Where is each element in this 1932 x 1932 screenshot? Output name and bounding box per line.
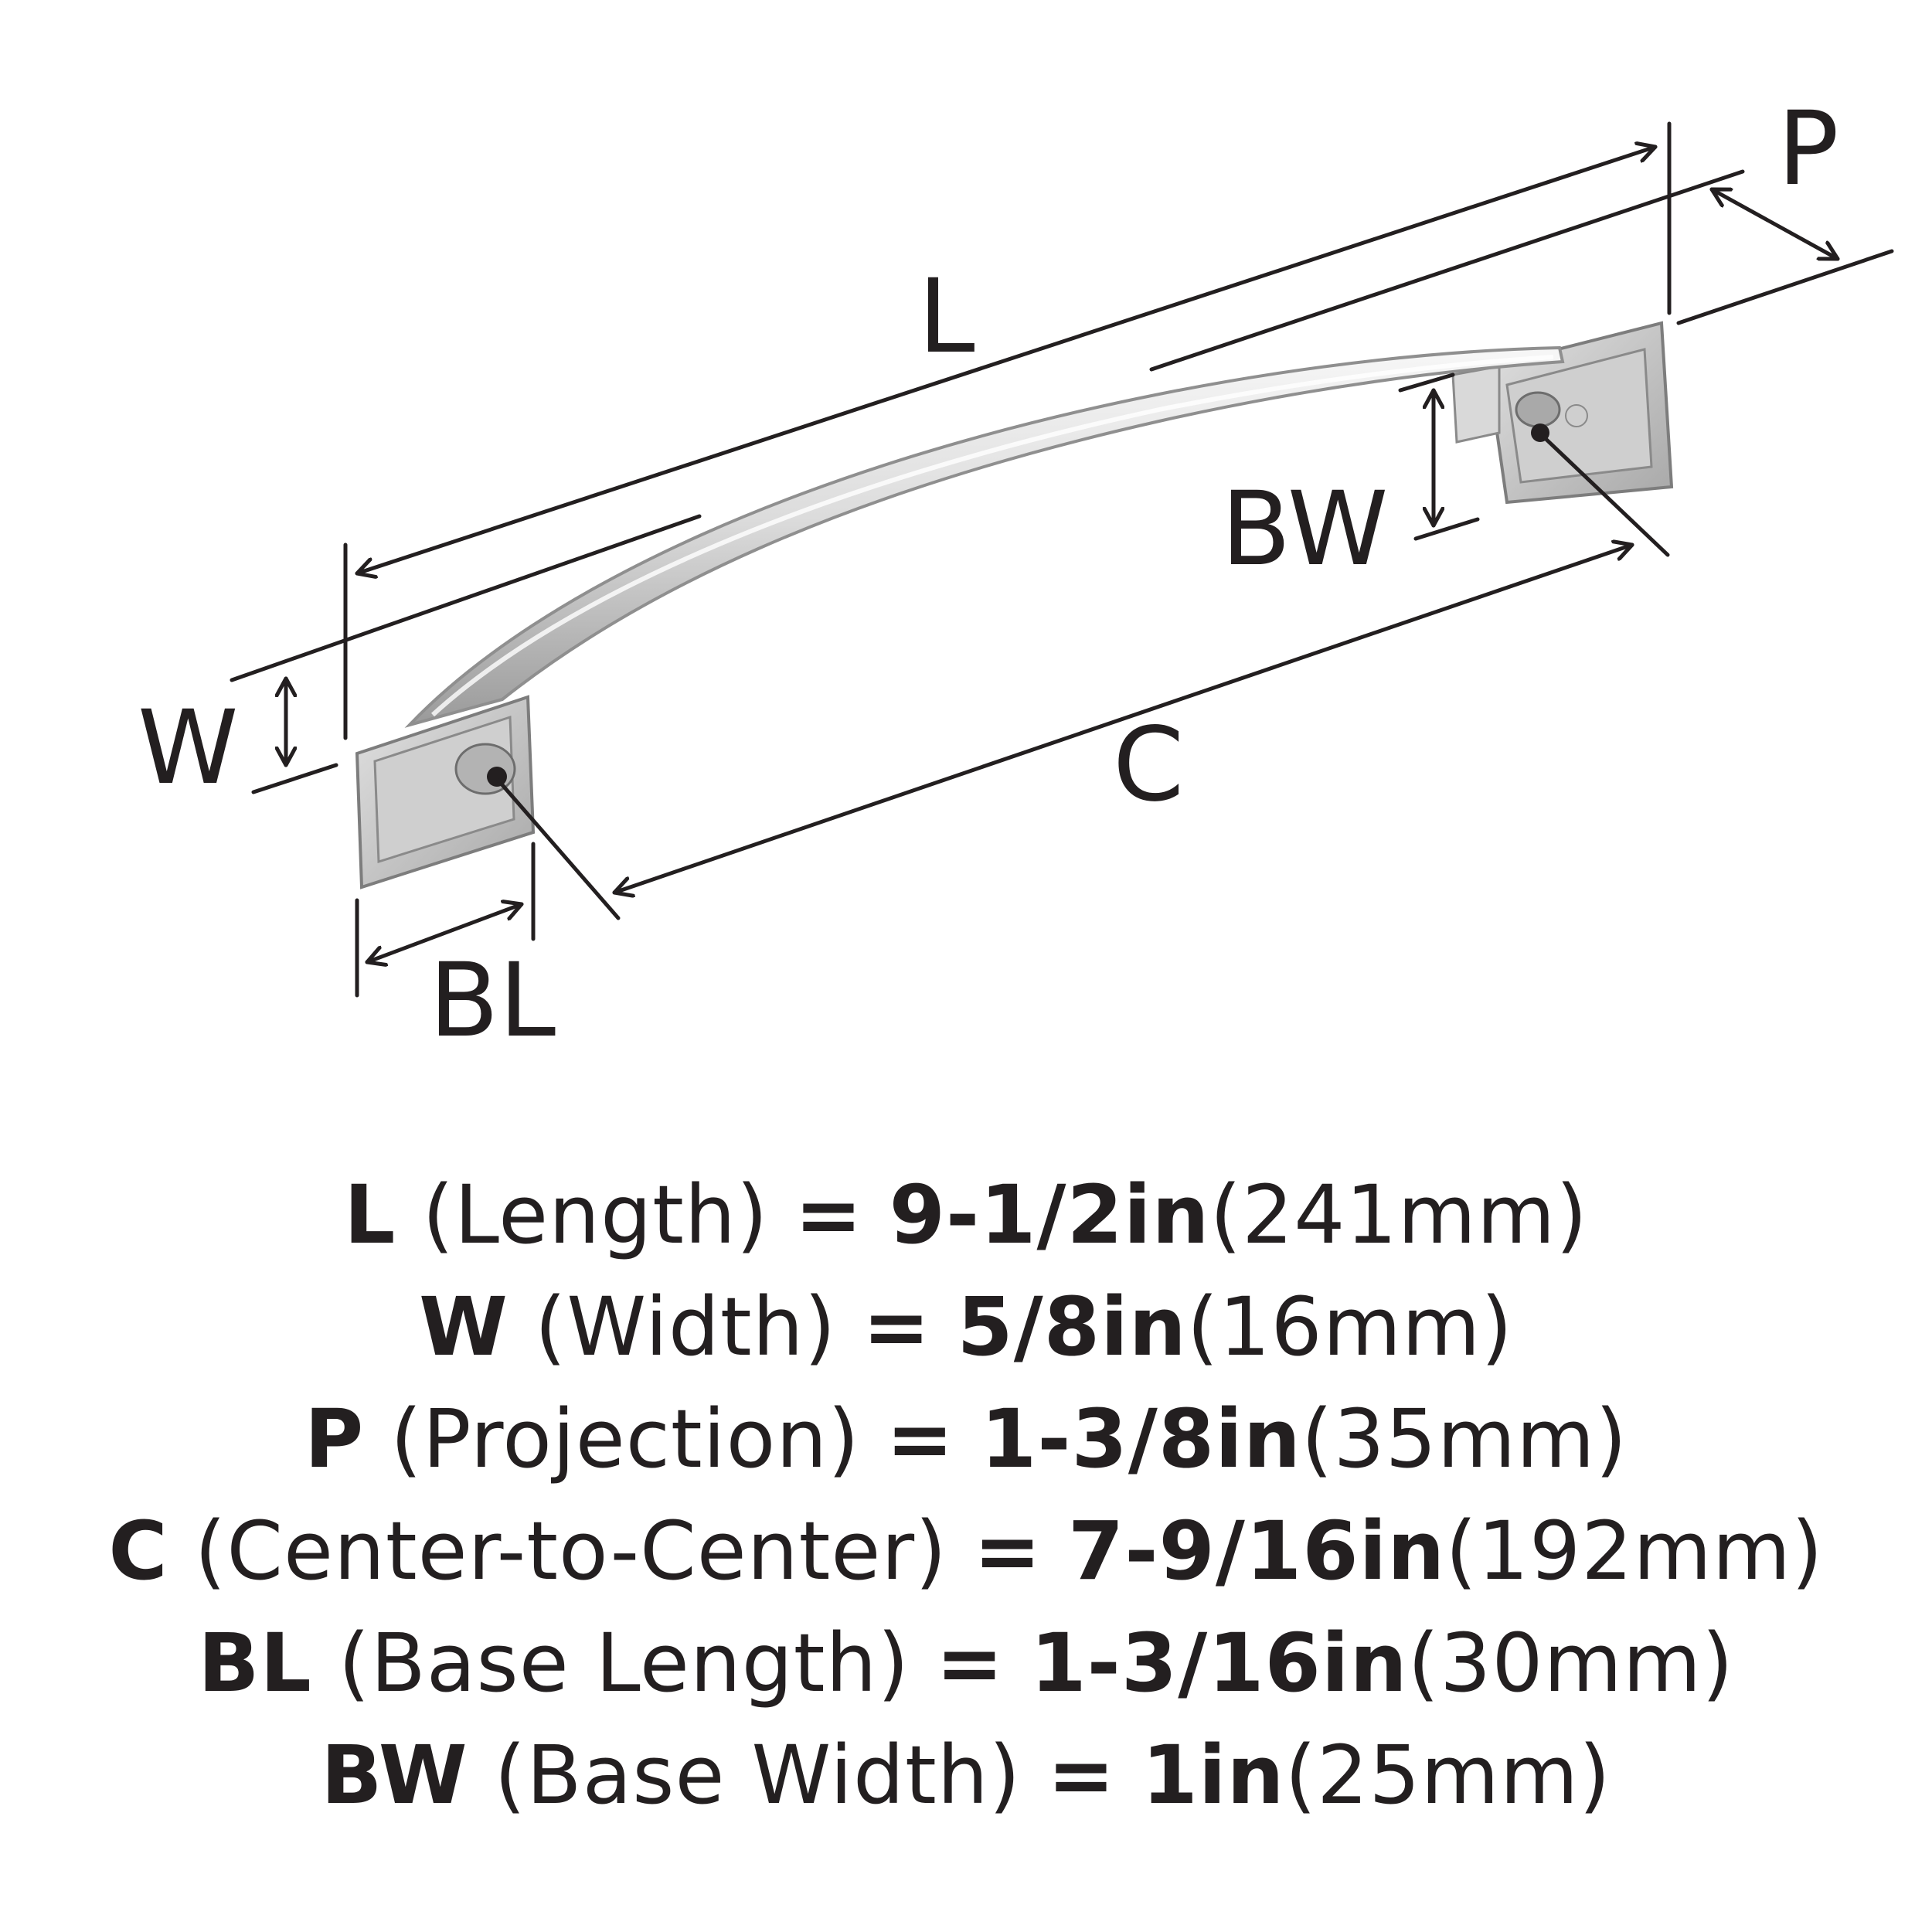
label-w: W [138, 689, 239, 808]
spec-code: L [344, 1168, 396, 1262]
spec-imperial: 1in [1141, 1728, 1285, 1822]
dimension-specs-list: L (Length) = 9-1/2in(241mm) W (Width) = … [0, 1159, 1932, 1839]
spec-metric: (241mm) [1209, 1168, 1588, 1262]
spec-line-width: W (Width) = 5/8in(16mm) [419, 1271, 1513, 1383]
spec-code: BL [198, 1616, 312, 1710]
spec-name: (Width) [534, 1280, 837, 1374]
spec-name: (Base Length) [338, 1616, 910, 1710]
label-p: P [1777, 90, 1839, 209]
label-bl: BL [429, 941, 556, 1060]
spec-line-center-to-center: C (Center-to-Center) = 7-9/16in(192mm) [108, 1495, 1823, 1607]
left-base-plate [355, 695, 536, 889]
spec-name: (Center-to-Center) [194, 1504, 947, 1598]
label-c: C [1113, 706, 1184, 825]
spec-metric: (192mm) [1445, 1504, 1824, 1598]
spec-equals: = [886, 1392, 954, 1486]
dimension-bl: BL [355, 842, 556, 1060]
dimension-c: C [496, 433, 1670, 920]
spec-metric: (16mm) [1186, 1280, 1513, 1374]
spec-imperial: 7-9/16in [1068, 1504, 1446, 1598]
spec-metric: (35mm) [1301, 1392, 1628, 1486]
spec-code: W [419, 1280, 509, 1374]
spec-code: BW [321, 1728, 468, 1822]
spec-name: (Base Width) [494, 1728, 1022, 1822]
spec-imperial: 1-3/8in [980, 1392, 1301, 1486]
spec-equals: = [794, 1168, 863, 1262]
spec-name: (Length) [422, 1168, 769, 1262]
dimension-p: P [1149, 90, 1894, 372]
spec-equals: = [936, 1616, 1005, 1710]
spec-equals: = [1047, 1728, 1116, 1822]
label-l: L [918, 257, 975, 376]
spec-line-projection: P (Projection) = 1-3/8in(35mm) [304, 1383, 1628, 1495]
dimension-diagram: L W P BW C BL [138, 90, 1894, 1060]
spec-imperial: 9-1/2in [889, 1168, 1210, 1262]
spec-code: C [108, 1504, 168, 1598]
label-bw: BW [1221, 470, 1388, 589]
spec-imperial: 5/8in [957, 1280, 1187, 1374]
spec-equals: = [973, 1504, 1042, 1598]
dimension-bw: BW [1221, 372, 1480, 589]
spec-equals: = [862, 1280, 931, 1374]
spec-imperial: 1-3/16in [1030, 1616, 1408, 1710]
handle-bar [404, 345, 1565, 728]
spec-line-base-length: BL (Base Length) = 1-3/16in(30mm) [198, 1607, 1733, 1719]
spec-metric: (25mm) [1284, 1728, 1611, 1822]
cabinet-pull-handle [355, 321, 1674, 889]
spec-line-base-width: BW (Base Width) = 1in(25mm) [321, 1719, 1611, 1832]
spec-line-length: L (Length) = 9-1/2in(241mm) [344, 1159, 1588, 1271]
spec-code: P [304, 1392, 365, 1486]
spec-name: (Projection) [390, 1392, 860, 1486]
spec-metric: (30mm) [1407, 1616, 1734, 1710]
